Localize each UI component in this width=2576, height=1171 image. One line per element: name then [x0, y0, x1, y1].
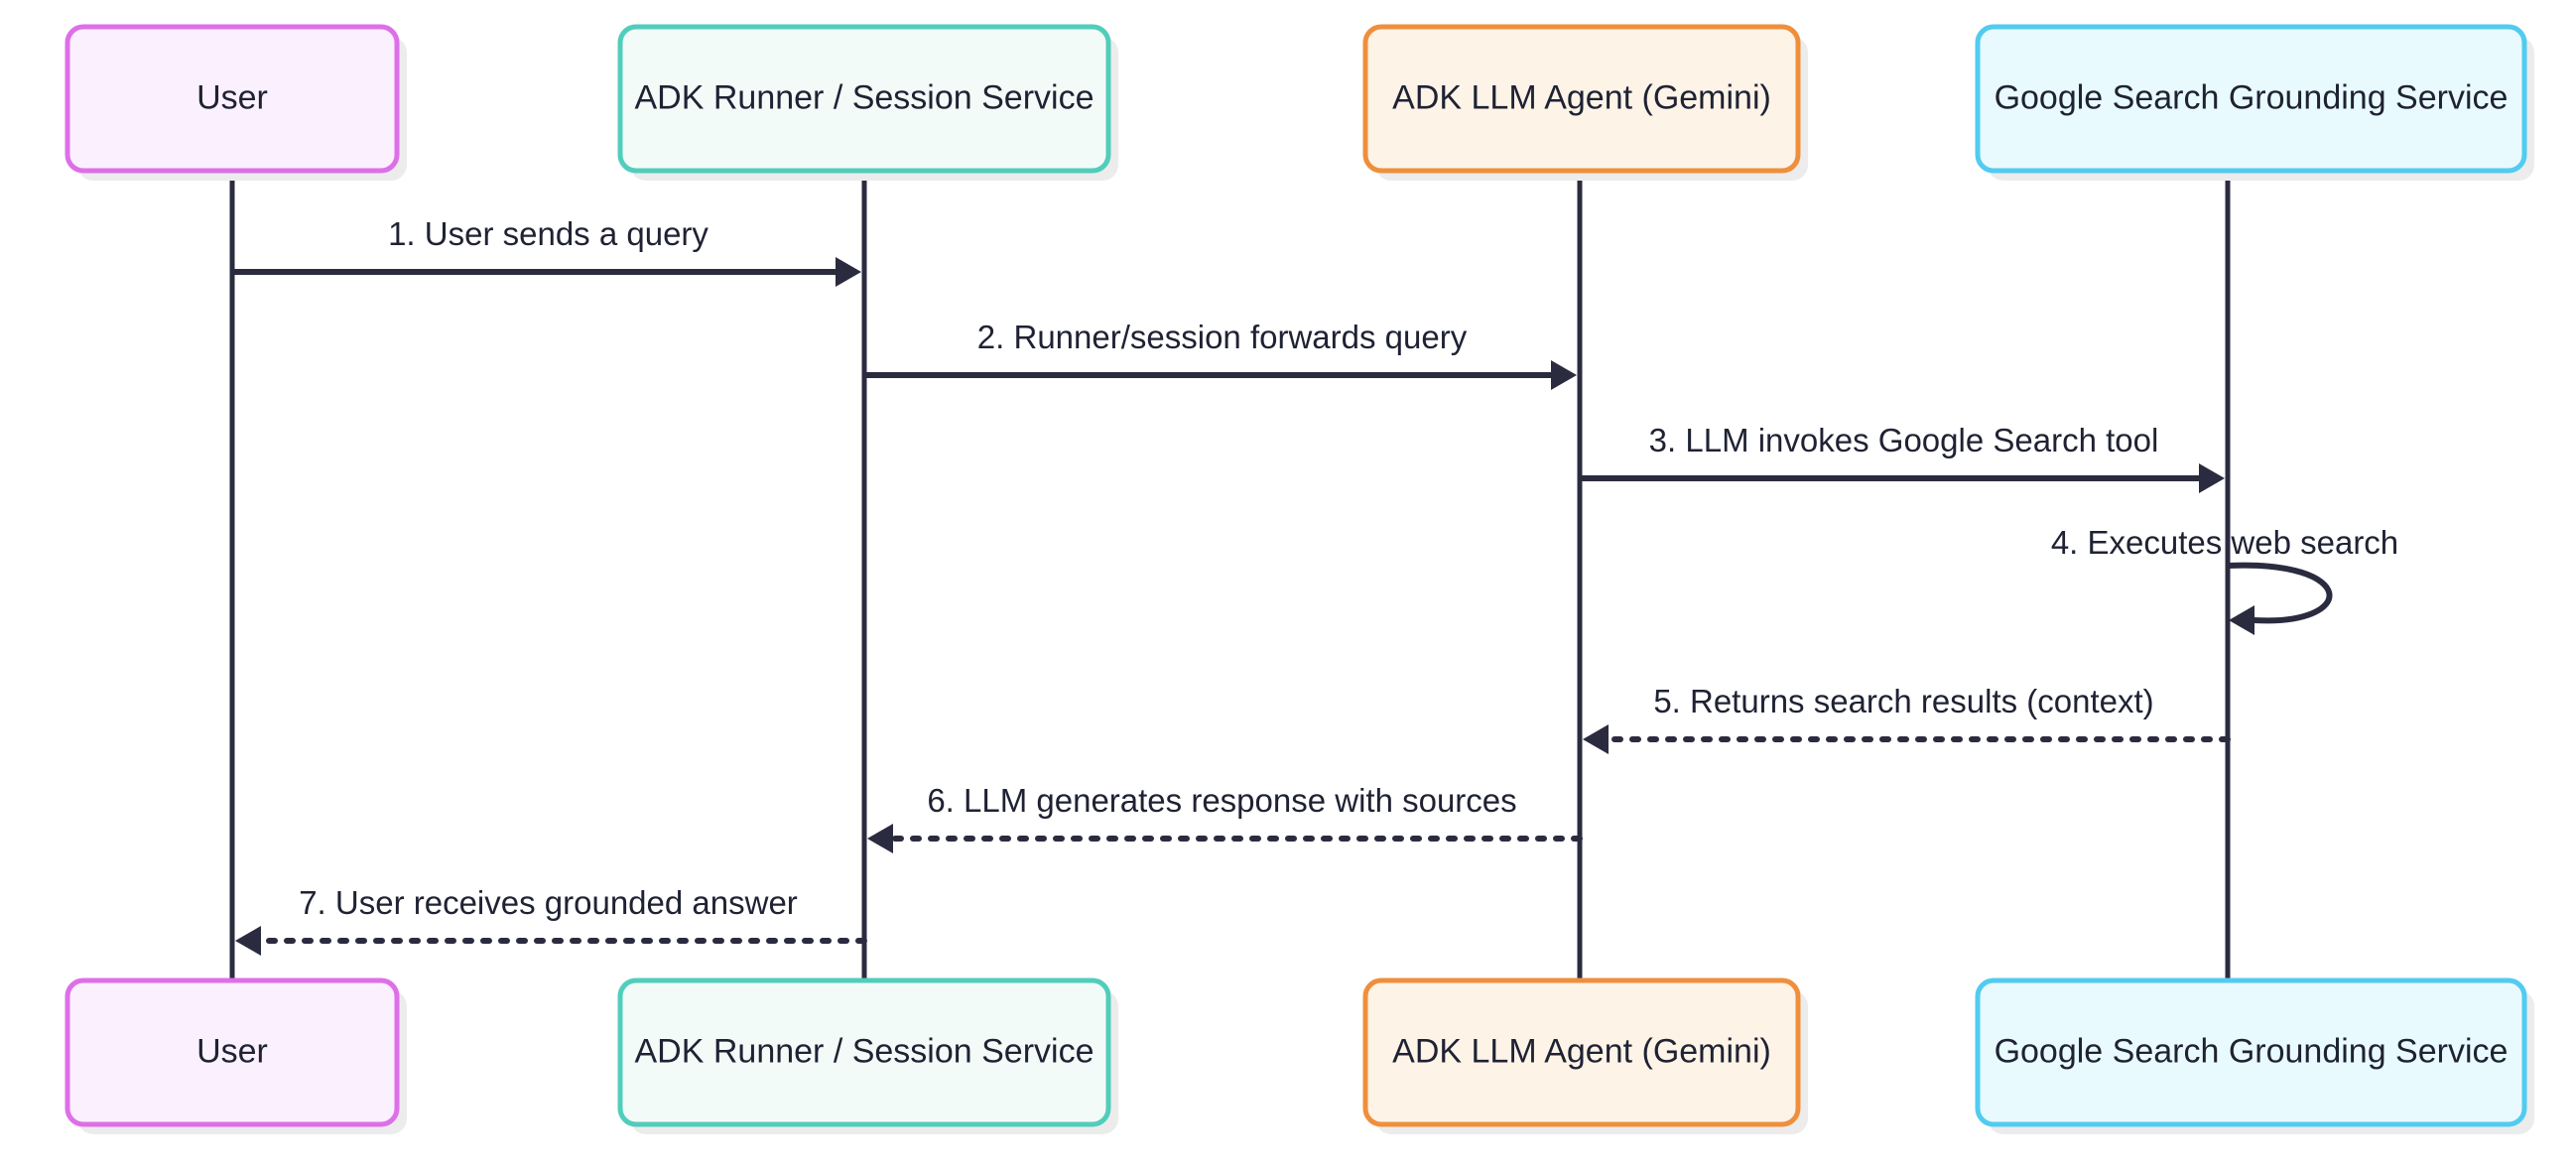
message-label-6: 6. LLM generates response with sources — [927, 782, 1516, 819]
message-label-7: 7. User receives grounded answer — [299, 884, 798, 921]
participant-box-rect — [1975, 977, 2527, 1127]
participant-box-user-bottom[interactable]: User — [64, 977, 407, 1134]
participant-box-rect — [617, 977, 1111, 1127]
message-label-2: 2. Runner/session forwards query — [977, 319, 1468, 355]
participant-label-user: User — [196, 78, 268, 116]
participant-label-runner: ADK Runner / Session Service — [635, 78, 1095, 116]
arrowhead — [867, 824, 893, 853]
participant-box-rect — [64, 977, 400, 1127]
arrowhead — [235, 926, 261, 956]
message-label-4: 4. Executes web search — [2051, 524, 2398, 561]
participant-box-rect — [1362, 24, 1801, 174]
message-7[interactable]: 7. User receives grounded answer — [235, 884, 867, 956]
participant-box-rect — [617, 24, 1111, 174]
message-6[interactable]: 6. LLM generates response with sources — [867, 782, 1583, 853]
participant-box-rect — [1975, 24, 2527, 174]
message-label-3: 3. LLM invokes Google Search tool — [1649, 422, 2159, 458]
arrowhead — [2199, 463, 2225, 493]
participant-label-runner: ADK Runner / Session Service — [635, 1032, 1095, 1070]
participant-box-runner-top[interactable]: ADK Runner / Session Service — [617, 24, 1118, 181]
message-label-5: 5. Returns search results (context) — [1653, 683, 2153, 719]
message-5[interactable]: 5. Returns search results (context) — [1583, 683, 2231, 754]
message-4[interactable]: 4. Executes web search — [2051, 524, 2398, 635]
participant-label-agent: ADK LLM Agent (Gemini) — [1392, 78, 1771, 116]
self-loop-path — [2227, 562, 2333, 624]
participant-box-agent-top[interactable]: ADK LLM Agent (Gemini) — [1362, 24, 1808, 181]
participant-label-search: Google Search Grounding Service — [1995, 1032, 2509, 1070]
participant-box-agent-bottom[interactable]: ADK LLM Agent (Gemini) — [1362, 977, 1808, 1134]
participant-label-search: Google Search Grounding Service — [1995, 78, 2509, 116]
top-participant-boxes: User ADK Runner / Session Service ADK LLM … — [64, 24, 2534, 181]
participant-box-rect — [1362, 977, 1801, 1127]
lifelines-layer — [229, 171, 2231, 980]
arrowhead — [836, 257, 861, 287]
messages-layer: 1. User sends a query 2. Runner/session f… — [232, 215, 2398, 956]
arrowhead — [1551, 360, 1577, 390]
participant-label-user: User — [196, 1032, 268, 1070]
message-2[interactable]: 2. Runner/session forwards query — [864, 319, 1577, 390]
participant-box-search-bottom[interactable]: Google Search Grounding Service — [1975, 977, 2534, 1134]
arrowhead — [1583, 724, 1609, 754]
message-1[interactable]: 1. User sends a query — [232, 215, 861, 287]
message-label-1: 1. User sends a query — [388, 215, 708, 252]
arrowhead — [2229, 605, 2254, 635]
message-3[interactable]: 3. LLM invokes Google Search tool — [1580, 422, 2225, 493]
participant-box-user-top[interactable]: User — [64, 24, 407, 181]
participant-label-agent: ADK LLM Agent (Gemini) — [1392, 1032, 1771, 1070]
participant-box-runner-bottom[interactable]: ADK Runner / Session Service — [617, 977, 1118, 1134]
participant-box-search-top[interactable]: Google Search Grounding Service — [1975, 24, 2534, 181]
bottom-participant-boxes: User ADK Runner / Session Service ADK LLM … — [64, 977, 2534, 1134]
participant-box-rect — [64, 24, 400, 174]
